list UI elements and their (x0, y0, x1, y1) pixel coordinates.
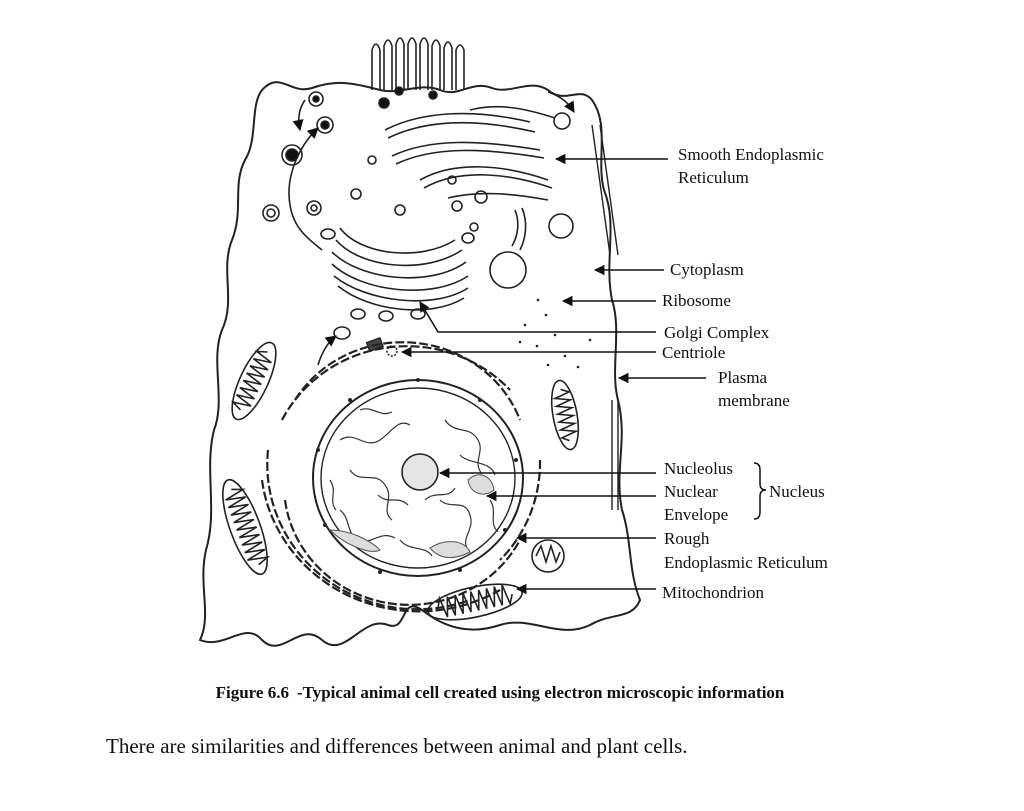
label-mitochondrion: Mitochondrion (662, 583, 764, 602)
label-rough-er-line2: Endoplasmic Reticulum (664, 553, 828, 572)
label-smooth-er-line2: Reticulum (678, 168, 749, 187)
label-plasma-line1: Plasma (718, 368, 768, 387)
golgi-pointer (419, 301, 656, 333)
nuclear-envelope (312, 378, 524, 577)
rough-er (260, 341, 542, 613)
body-paragraph: There are similarities and differences b… (106, 734, 688, 758)
label-smooth-er-line1: Smooth Endoplasmic (678, 145, 824, 164)
label-cytoplasm: Cytoplasm (670, 260, 744, 279)
label-plasma-line2: membrane (718, 391, 790, 410)
label-golgi-complex: Golgi Complex (664, 323, 770, 342)
leader-lines (400, 153, 706, 595)
membrane-tubes (591, 124, 619, 510)
animal-cell-diagram: Smooth Endoplasmic Reticulum Cytoplasm R… (198, 37, 828, 647)
figure-caption: Figure 6.6 -Typical animal cell created u… (0, 683, 1000, 703)
cell-outline (198, 81, 642, 647)
figure-caption-text: -Typical animal cell created using elect… (296, 683, 785, 702)
label-nucleolus: Nucleolus (664, 459, 733, 478)
microvilli (371, 37, 465, 90)
label-centriole: Centriole (662, 343, 725, 362)
label-rough-er-line1: Rough (664, 529, 710, 548)
label-nucleus: Nucleus (769, 482, 825, 501)
ribosomes (518, 298, 592, 369)
nucleus-brace (753, 462, 767, 520)
secretory-vesicles (262, 86, 575, 289)
smooth-er (384, 105, 556, 251)
heterochromatin-patches (328, 474, 495, 558)
chromatin (329, 408, 499, 557)
label-envelope: Envelope (664, 505, 728, 524)
nucleolus-shape (401, 453, 439, 491)
label-nuclear: Nuclear (664, 482, 718, 501)
figure-number: Figure 6.6 (215, 683, 289, 702)
golgi-complex (317, 227, 475, 366)
label-ribosome: Ribosome (662, 291, 731, 310)
